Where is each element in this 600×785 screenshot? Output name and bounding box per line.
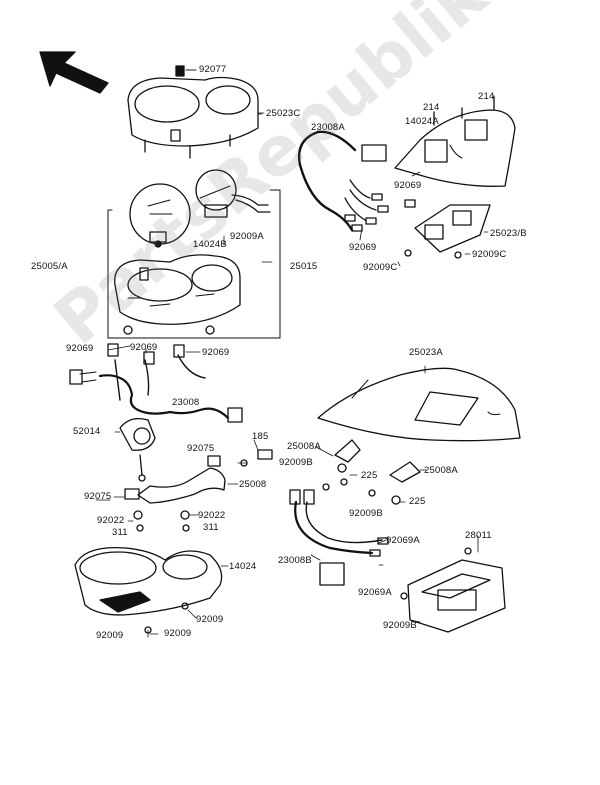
harness-23008 xyxy=(69,343,243,423)
label-23008a: 23008A xyxy=(311,122,345,133)
socket-part xyxy=(119,417,156,482)
label-92009-c: 92009 xyxy=(164,628,192,639)
label-28011: 28011 xyxy=(465,530,492,541)
label-92009-b: 92009 xyxy=(96,630,124,641)
meter-housing-part xyxy=(114,254,241,335)
label-311-a: 311 xyxy=(112,527,128,538)
label-14024b: 14024B xyxy=(193,239,227,250)
label-92009a: 92009A xyxy=(230,231,264,242)
label-52014: 52014 xyxy=(73,426,101,437)
label-14024: 14024 xyxy=(229,561,257,572)
stay-bracket-part xyxy=(322,439,421,505)
indicator-panel-part xyxy=(404,204,491,259)
label-92075-a: 92075 xyxy=(187,443,215,454)
label-92009b-c: 92009B xyxy=(383,620,417,631)
front-direction-arrow xyxy=(39,51,109,94)
label-23008b: 23008B xyxy=(278,555,312,566)
label-311-b: 311 xyxy=(203,522,219,533)
label-25008: 25008 xyxy=(239,479,267,490)
label-25023c: 25023C xyxy=(266,108,301,119)
label-25008a-b: 25008A xyxy=(424,465,458,476)
label-92069a-b: 92069A xyxy=(358,587,392,598)
label-23008: 23008 xyxy=(172,397,200,408)
label-214-b: 214 xyxy=(478,91,495,102)
label-25015: 25015 xyxy=(290,261,318,272)
label-214-a: 214 xyxy=(423,102,440,113)
label-92022-b: 92022 xyxy=(198,510,226,521)
label-92009c-a: 92009C xyxy=(363,262,398,273)
label-92022-a: 92022 xyxy=(97,515,125,526)
label-185: 185 xyxy=(252,431,269,442)
rubber-damper-part xyxy=(124,488,190,532)
fairing-panel-part xyxy=(317,367,521,442)
label-25023a: 25023A xyxy=(409,347,443,358)
lower-case-part xyxy=(74,546,223,634)
label-25023b: 25023/B xyxy=(490,228,527,239)
label-92069a-a: 92069A xyxy=(386,535,420,546)
label-92075-b: 92075 xyxy=(84,491,112,502)
label-92069-d: 92069 xyxy=(130,342,158,353)
label-92069-a: 92069 xyxy=(394,180,422,191)
label-14024a: 14024A xyxy=(405,116,439,127)
leader-lines xyxy=(95,69,489,638)
label-92069-e: 92069 xyxy=(202,347,230,358)
assembly-brackets xyxy=(107,189,281,339)
label-92009-a: 92009 xyxy=(196,614,224,625)
upper-cover-part xyxy=(394,95,516,187)
label-25008a-a: 25008A xyxy=(287,441,321,452)
harness-23008b xyxy=(289,489,389,586)
label-225-a: 225 xyxy=(361,470,378,481)
label-92009b-b: 92009B xyxy=(349,508,383,519)
label-92069-c: 92069 xyxy=(66,343,94,354)
harness-23008a xyxy=(297,130,416,232)
label-225-b: 225 xyxy=(409,496,426,507)
meter-cover-part xyxy=(127,65,263,159)
label-92009c-b: 92009C xyxy=(472,249,507,260)
label-25005a: 25005/A xyxy=(31,261,68,272)
label-92077: 92077 xyxy=(199,64,227,75)
label-92069-b: 92069 xyxy=(349,242,377,253)
label-92009b-a: 92009B xyxy=(279,457,313,468)
gauge-units-part xyxy=(129,169,271,248)
